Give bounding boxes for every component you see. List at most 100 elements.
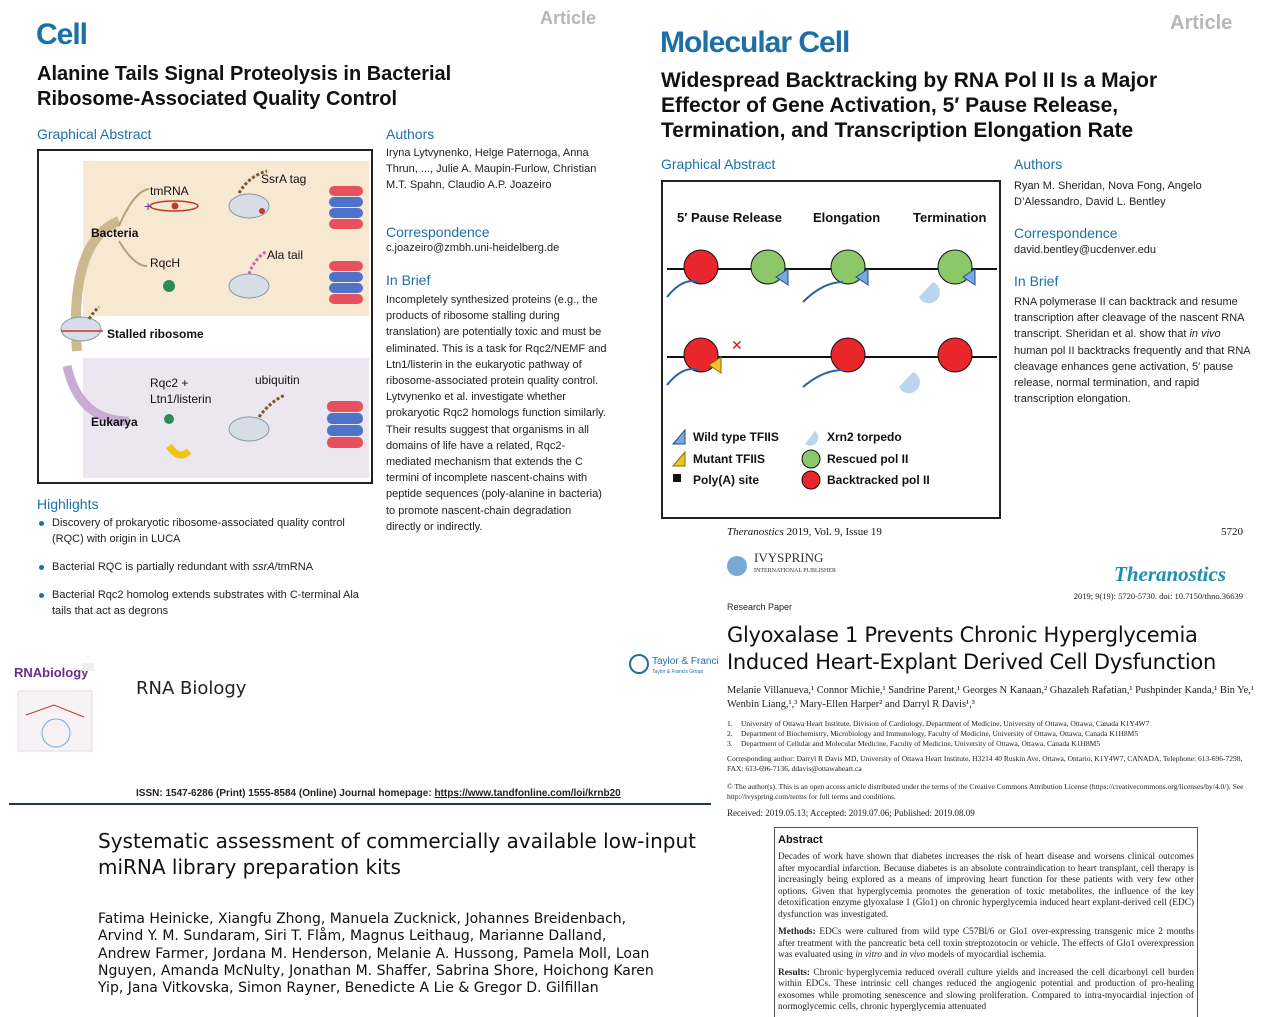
cover-art — [25, 704, 85, 718]
affiliation-item: 1.University of Ottawa Heart Institute, … — [727, 719, 1150, 728]
correspondence-heading: Correspondence — [1014, 225, 1118, 241]
abstract-background: Decades of work have shown that diabetes… — [778, 852, 1194, 920]
backtracked-pol-ii — [683, 337, 719, 373]
highlight-item: Discovery of prokaryotic ribosome-associ… — [37, 515, 377, 547]
license-notice: © The author(s). This is an open access … — [727, 782, 1244, 801]
ivyspring-name: IVYSPRING — [754, 550, 823, 565]
cover-badge — [82, 663, 94, 671]
ribosome-ssra — [228, 193, 270, 219]
rqc-pathway-diagram: Bacteria tmRNA SsrA tag RqcH Ala tail St… — [60, 161, 369, 478]
legend-mutant-tfiis: Mutant TFIIS — [693, 452, 765, 466]
backtracked-pol-ii — [830, 337, 866, 373]
article-type-tag: Article — [540, 8, 597, 28]
header-rule — [9, 803, 711, 805]
col-pause-release: 5′ Pause Release — [677, 210, 782, 225]
article-type: Research Paper — [727, 602, 793, 612]
abstract-heading: Abstract — [778, 834, 823, 846]
journal-name: RNA Biology — [136, 678, 247, 699]
rnabiology-logo-text: RNAbiology — [14, 665, 89, 680]
ltn1-protein — [166, 443, 192, 459]
journal-cover-thumbnail: RNAbiology — [12, 653, 98, 771]
label-eukarya: Eukarya — [91, 415, 138, 429]
graphical-abstract-heading: Graphical Abstract — [37, 126, 152, 142]
legend-xrn2: Xrn2 torpedo — [827, 430, 902, 444]
theranostics-logo: Theranostics — [1114, 562, 1227, 586]
nascent-rna — [802, 369, 844, 388]
nascent-rna — [802, 281, 844, 303]
legend-xrn2-icon — [805, 431, 819, 446]
running-header: Theranostics 2019, Vol. 9, Issue 19 — [727, 526, 882, 538]
publication-dates: Received: 2019.05.13; Accepted: 2019.07.… — [727, 808, 975, 818]
label-tmrna: tmRNA — [150, 184, 189, 198]
tmrna-dot — [171, 202, 179, 210]
ssra-peptide-dot — [259, 208, 265, 214]
tmrna-branch — [118, 188, 150, 227]
label-ala-tail: Ala tail — [267, 248, 303, 262]
correspondence-email[interactable]: c.joazeiro@zmbh.uni-heidelberg.de — [386, 242, 560, 254]
rescued-pol-ii — [750, 249, 786, 285]
rna-biology-article-panel: RNAbiology RNA Biology Taylor & Francis … — [0, 645, 724, 1017]
legend-rescued: Rescued pol II — [827, 452, 908, 466]
graphical-abstract-heading: Graphical Abstract — [661, 156, 776, 172]
rescued-pol-ii — [830, 249, 866, 285]
label-rqch: RqcH — [150, 256, 180, 270]
wt-tfiis — [855, 268, 869, 286]
mutant-tfiis — [708, 356, 722, 374]
rqc2-protein — [164, 414, 174, 424]
graphical-abstract-figure: Bacteria tmRNA SsrA tag RqcH Ala tail St… — [37, 149, 373, 484]
legend-wt-tfiis-icon — [671, 428, 686, 445]
ribosome-ala — [228, 273, 270, 299]
proteasome-middle — [329, 261, 363, 304]
in-brief-heading: In Brief — [386, 272, 431, 288]
in-brief-text: Incompletely synthesized proteins (e.g.,… — [386, 294, 607, 533]
correspondence-email[interactable]: david.bentley@ucdenver.edu — [1014, 244, 1157, 256]
publisher-logo: Taylor & Francis Taylor & Francis Group — [628, 650, 724, 685]
legend-rescued-icon — [801, 449, 821, 469]
nascent-rna — [666, 280, 700, 298]
authors-list: Melanie Villanueva,¹ Connor Michie,¹ San… — [727, 685, 1254, 710]
block-icon: ✕ — [731, 337, 743, 353]
affiliation-item: 3.Department of Cellular and Molecular M… — [727, 739, 1101, 748]
nascent-rna — [666, 368, 700, 386]
cover-image — [17, 690, 93, 752]
label-ltn1: Ltn1/listerin — [150, 392, 211, 406]
publisher-group: Taylor & Francis Group — [652, 669, 703, 675]
rqch-branch — [118, 240, 148, 267]
article-type-tag: Article — [1170, 12, 1233, 34]
rqch-protein — [163, 280, 175, 292]
affiliations-list: 1.University of Ottawa Heart Institute, … — [727, 719, 1257, 749]
eukarya-region — [83, 358, 369, 478]
journal-homepage-link[interactable]: https://www.tandfonline.com/loi/krnb20 — [434, 788, 621, 799]
cell-article-panel: Cell Article Alanine Tails Signal Proteo… — [0, 0, 640, 640]
xrn2-torpedo — [919, 282, 940, 304]
ivyspring-logo: IVYSPRING INTERNATIONAL PUBLISHER — [724, 546, 874, 585]
legend-wt-tfiis: Wild type TFIIS — [693, 430, 779, 444]
ribosome-eukarya — [228, 416, 270, 442]
abstract-results: Results: Chronic hyperglycemia reduced o… — [778, 967, 1194, 1013]
affiliation-item: 2.Department of Biochemistry, Microbiolo… — [727, 729, 1139, 738]
citation-line: 2019; 9(19): 5720-5730. doi: 10.7150/thn… — [1073, 591, 1243, 601]
correspondence-heading: Correspondence — [386, 224, 490, 240]
authors-heading: Authors — [1014, 156, 1063, 172]
cover-art-circle — [41, 718, 71, 748]
publisher-name: Taylor & Francis — [652, 656, 718, 667]
proteasome-bottom — [327, 401, 363, 448]
legend-mutant-tfiis-icon — [671, 450, 686, 467]
label-rqc2: Rqc2 + — [150, 376, 188, 390]
graphical-abstract-figure: 5′ Pause Release Elongation Termination … — [661, 180, 1001, 519]
highlight-item: Bacterial Rqc2 homolog extends substrate… — [37, 587, 377, 619]
backtracked-pol-ii — [683, 249, 719, 285]
ubiquitin-chain — [257, 393, 286, 418]
in-brief-text: RNA polymerase II can backtrack and resu… — [1014, 296, 1251, 406]
abstract-box: Abstract Decades of work have shown that… — [774, 827, 1198, 1017]
molecular-cell-article-panel: Molecular Cell Article Widespread Backtr… — [645, 0, 1273, 522]
tmrna-molecule — [149, 200, 199, 212]
article-title: Systematic assessment of commercially av… — [98, 829, 696, 879]
label-stalled-ribosome: Stalled ribosome — [107, 327, 204, 341]
backtracked-pol-ii — [937, 337, 973, 373]
bacteria-region — [83, 161, 369, 316]
article-title: Widespread Backtracking by RNA Pol II Is… — [661, 69, 1158, 142]
wt-tfiis — [775, 268, 789, 286]
label-bacteria: Bacteria — [91, 226, 139, 240]
stalled-ribosome — [60, 316, 102, 342]
